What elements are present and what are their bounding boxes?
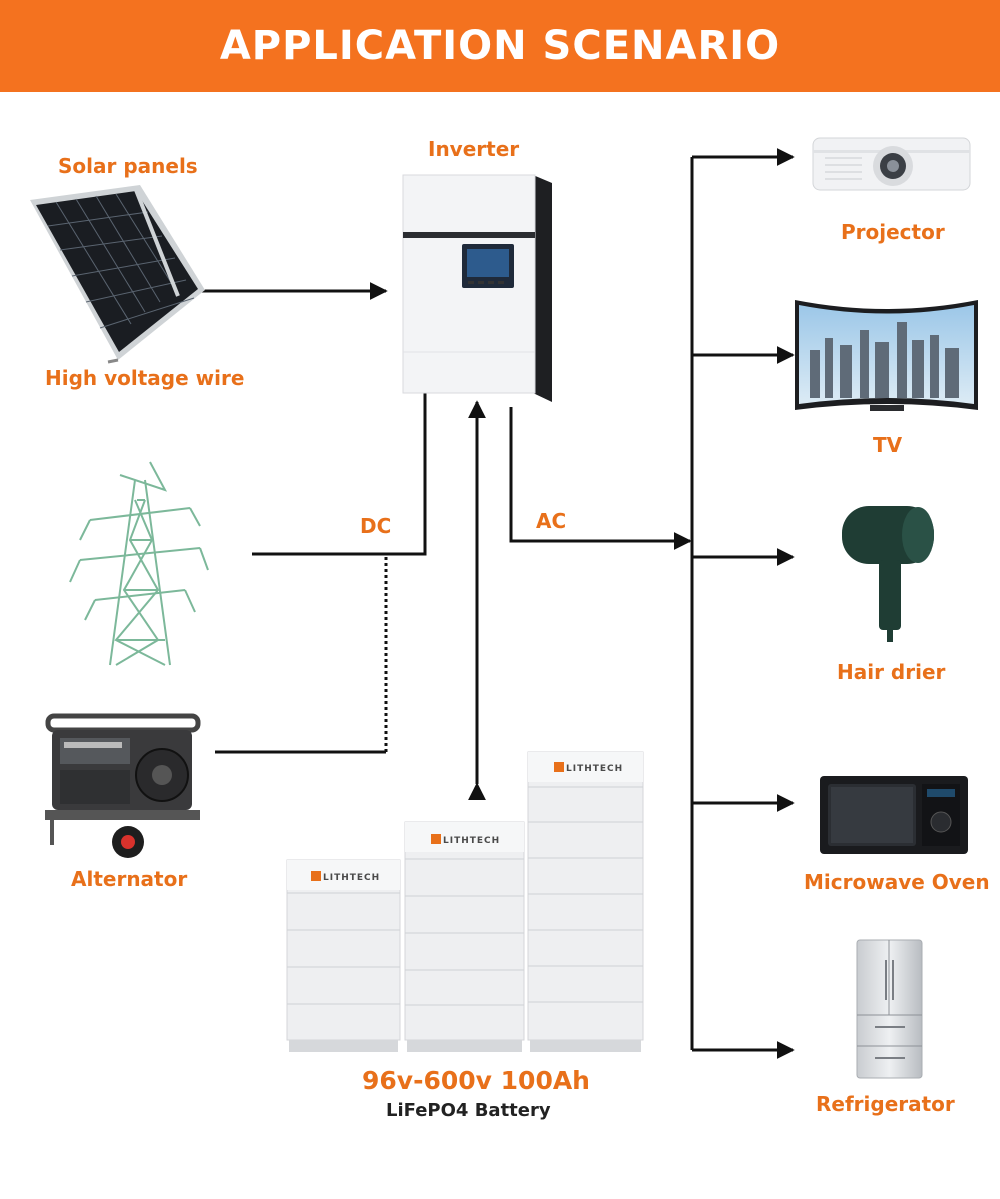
battery-spec-label: 96v-600v 100Ah: [362, 1066, 590, 1095]
page-title: APPLICATION SCENARIO: [219, 23, 781, 69]
battery-brand-left: LITHTECH: [323, 873, 380, 883]
battery-brand-middle: LITHTECH: [443, 836, 500, 846]
connection-lines: [200, 148, 795, 1059]
inverter-label: Inverter: [428, 137, 520, 161]
battery-stack-middle: [404, 821, 525, 1052]
alternator-label: Alternator: [71, 867, 188, 891]
inverter-image: [402, 174, 552, 402]
battery-type-label: LiFePO4 Battery: [386, 1100, 551, 1121]
ac-label: AC: [536, 509, 567, 533]
microwave-label: Microwave Oven: [804, 870, 990, 894]
alternator-image: [45, 713, 201, 858]
hair-drier-label: Hair drier: [837, 660, 946, 684]
tv-label: TV: [873, 433, 903, 457]
high-voltage-wire-label: High voltage wire: [45, 366, 245, 390]
refrigerator-image: [856, 939, 923, 1079]
solar-panel-image: [30, 185, 205, 364]
dc-label: DC: [360, 514, 392, 538]
inverter-ac-line: [509, 407, 692, 550]
hair-drier-image: [842, 506, 934, 642]
refrigerator-label: Refrigerator: [816, 1092, 955, 1116]
battery-brand-right: LITHTECH: [566, 764, 623, 774]
grid-dc-line: [252, 392, 427, 556]
power-tower-image: [69, 461, 209, 666]
projector-label: Projector: [841, 220, 945, 244]
header-banner: APPLICATION SCENARIO: [0, 0, 1000, 92]
tv-image: [795, 300, 978, 411]
microwave-image: [820, 776, 968, 854]
battery-stack-right: [527, 751, 644, 1052]
projector-image: [812, 137, 971, 191]
solar-panels-label: Solar panels: [58, 154, 198, 178]
battery-stack-left: [286, 859, 401, 1052]
